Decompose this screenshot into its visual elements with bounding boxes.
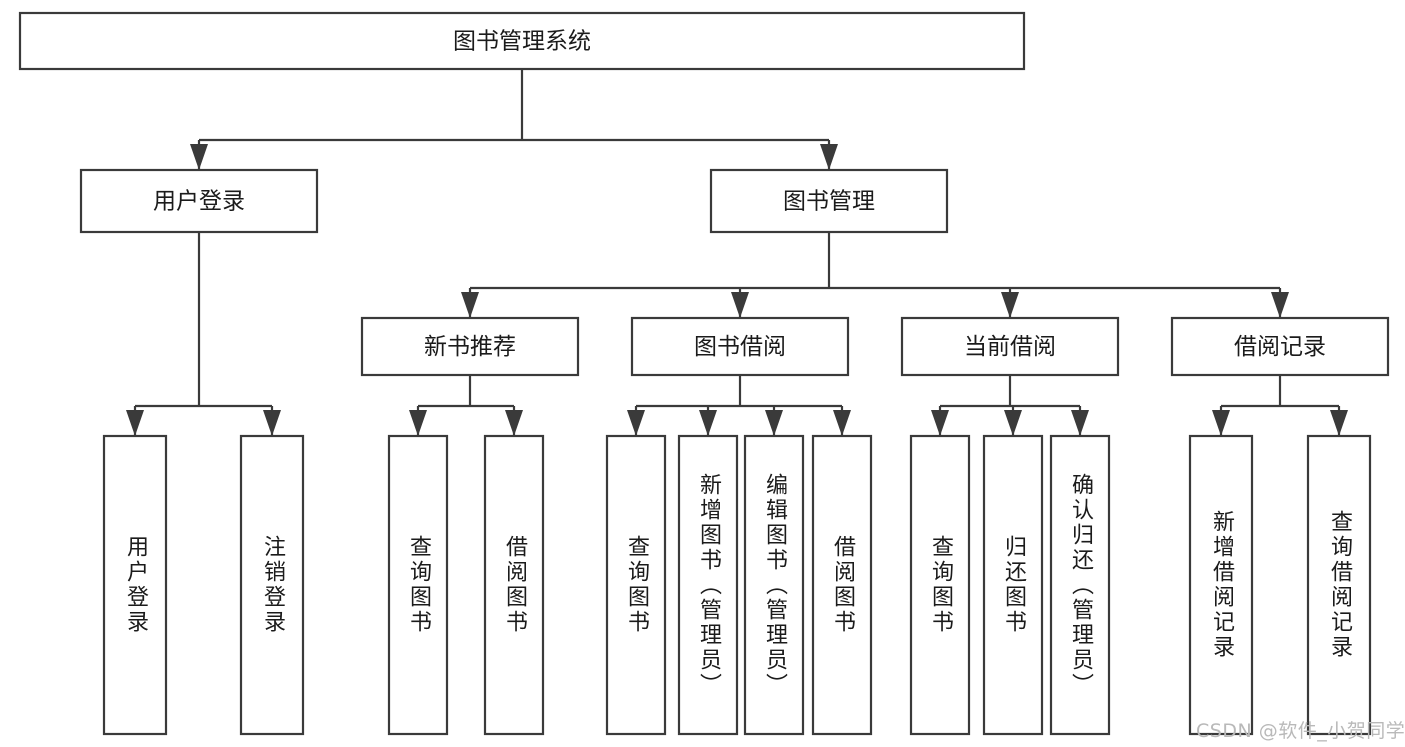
arrow-head-icon <box>126 410 144 436</box>
node-box-current-borrow[interactable] <box>900 316 1120 377</box>
arrow-head-icon <box>263 410 281 436</box>
node-leaf-query-record[interactable] <box>1306 434 1372 736</box>
node-leaf-edit-book[interactable] <box>743 434 805 736</box>
node-borrow-record[interactable] <box>1170 316 1390 377</box>
node-leaf-user-login[interactable] <box>102 434 168 736</box>
node-current-borrow[interactable] <box>900 316 1120 377</box>
node-box-leaf-confirm-return[interactable] <box>1049 434 1111 736</box>
node-root[interactable] <box>18 11 1026 71</box>
arrow-head-icon <box>820 144 838 170</box>
node-box-leaf-user-login[interactable] <box>102 434 168 736</box>
node-leaf-borrow-book-1[interactable] <box>483 434 545 736</box>
arrow-head-icon <box>627 410 645 436</box>
node-leaf-query-book-3[interactable] <box>909 434 971 736</box>
node-box-leaf-borrow-book-2[interactable] <box>811 434 873 736</box>
node-box-new-book-rec[interactable] <box>360 316 580 377</box>
node-label-borrow-record: 借阅记录 <box>1234 334 1326 360</box>
node-label-new-book-rec: 新书推荐 <box>424 334 516 360</box>
node-leaf-user-logout[interactable] <box>239 434 305 736</box>
arrow-head-icon <box>833 410 851 436</box>
node-box-leaf-query-record[interactable] <box>1306 434 1372 736</box>
arrow-head-icon <box>409 410 427 436</box>
arrow-head-icon <box>765 410 783 436</box>
arrow-head-icon <box>1071 410 1089 436</box>
node-label-book-borrow: 图书借阅 <box>694 334 786 360</box>
node-leaf-add-book[interactable] <box>677 434 739 736</box>
node-box-leaf-query-book-1[interactable] <box>387 434 449 736</box>
arrow-head-icon <box>731 292 749 318</box>
node-book-borrow[interactable] <box>630 316 850 377</box>
node-leaf-query-book-2[interactable] <box>605 434 667 736</box>
node-leaf-confirm-return[interactable] <box>1049 434 1111 736</box>
arrow-head-icon <box>1330 410 1348 436</box>
arrow-head-icon <box>190 144 208 170</box>
node-box-leaf-return-book[interactable] <box>982 434 1044 736</box>
node-leaf-return-book[interactable] <box>982 434 1044 736</box>
node-box-book-borrow[interactable] <box>630 316 850 377</box>
node-label-book-manage: 图书管理 <box>783 189 875 215</box>
node-leaf-query-book-1[interactable] <box>387 434 449 736</box>
node-new-book-rec[interactable] <box>360 316 580 377</box>
node-box-leaf-add-book[interactable] <box>677 434 739 736</box>
node-box-leaf-add-record[interactable] <box>1188 434 1254 736</box>
node-leaf-add-record[interactable] <box>1188 434 1254 736</box>
node-box-leaf-edit-book[interactable] <box>743 434 805 736</box>
arrow-head-icon <box>461 292 479 318</box>
arrow-head-icon <box>1271 292 1289 318</box>
node-box-leaf-query-book-2[interactable] <box>605 434 667 736</box>
node-user-login[interactable] <box>79 168 319 234</box>
node-box-leaf-user-logout[interactable] <box>239 434 305 736</box>
node-label-root: 图书管理系统 <box>453 29 591 55</box>
node-label-current-borrow: 当前借阅 <box>964 334 1056 360</box>
arrow-head-icon <box>699 410 717 436</box>
node-box-root[interactable] <box>18 11 1026 71</box>
node-box-user-login[interactable] <box>79 168 319 234</box>
arrow-head-icon <box>931 410 949 436</box>
node-box-borrow-record[interactable] <box>1170 316 1390 377</box>
node-box-book-manage[interactable] <box>709 168 949 234</box>
node-book-manage[interactable] <box>709 168 949 234</box>
node-box-leaf-query-book-3[interactable] <box>909 434 971 736</box>
connector-layer <box>126 69 1348 436</box>
node-box-leaf-borrow-book-1[interactable] <box>483 434 545 736</box>
arrow-head-icon <box>505 410 523 436</box>
watermark-text: CSDN @软件_小贺同学 <box>1196 720 1405 742</box>
arrow-head-icon <box>1001 292 1019 318</box>
node-label-user-login: 用户登录 <box>153 189 245 215</box>
arrow-head-icon <box>1004 410 1022 436</box>
node-leaf-borrow-book-2[interactable] <box>811 434 873 736</box>
arrow-head-icon <box>1212 410 1230 436</box>
